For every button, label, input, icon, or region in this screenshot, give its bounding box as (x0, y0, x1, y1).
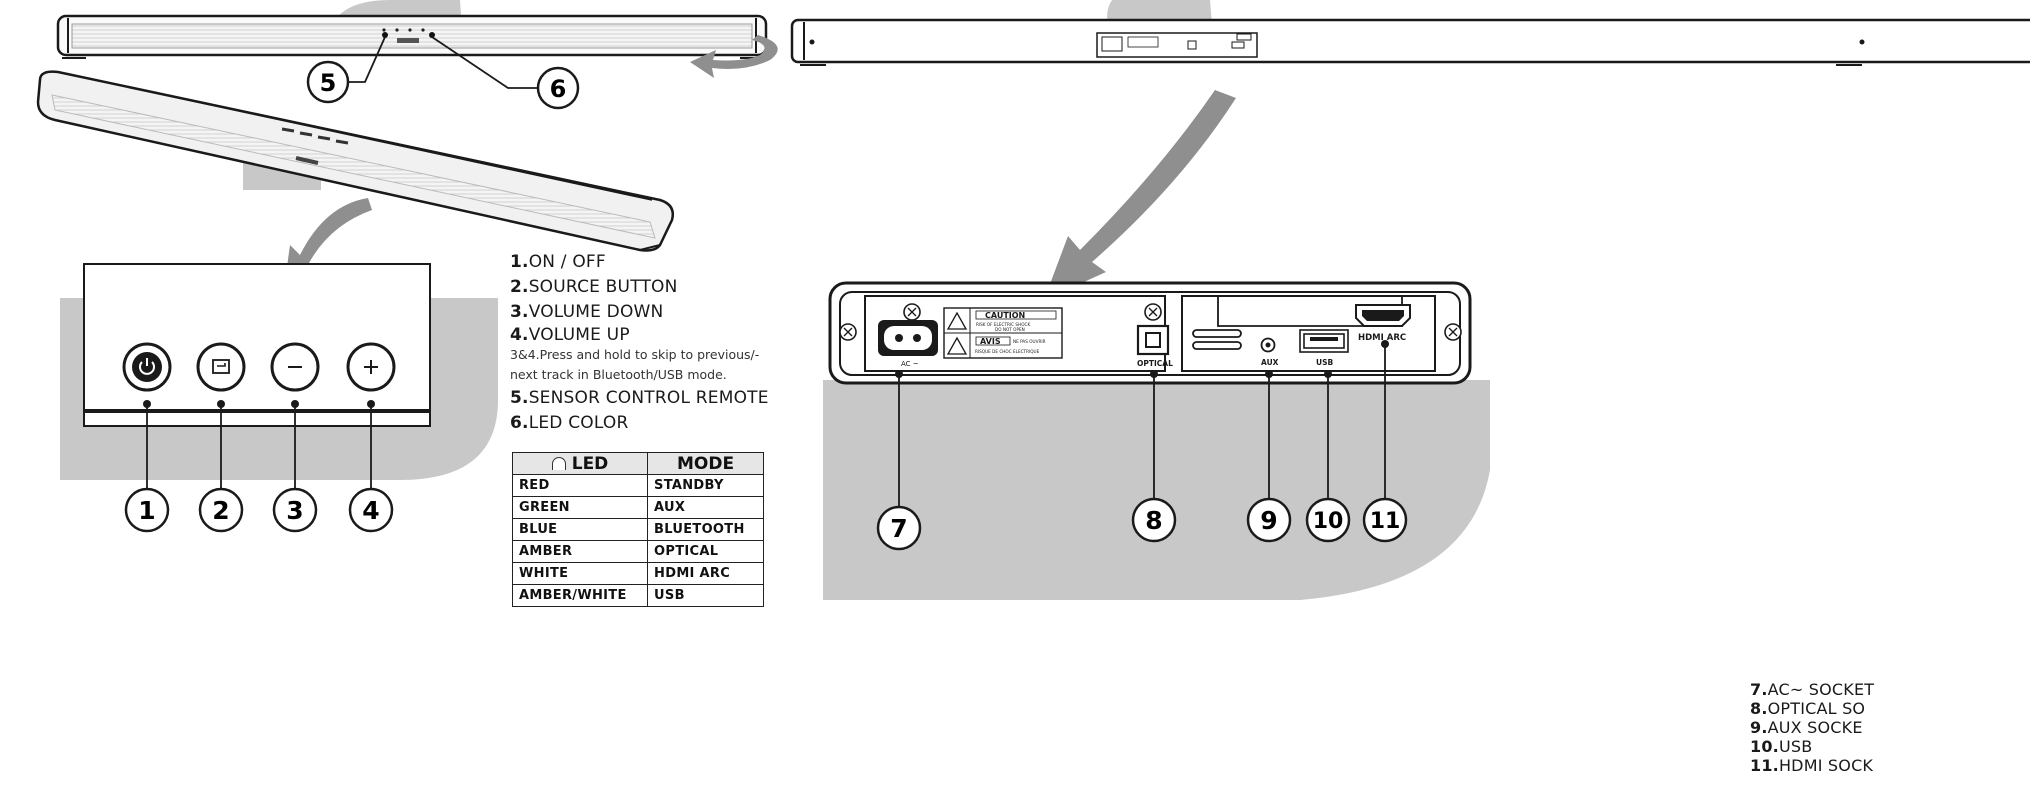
label-aux: AUX (1261, 358, 1279, 367)
bell-icon (551, 456, 566, 470)
svg-text:7: 7 (890, 514, 907, 543)
rotate-arrow (690, 35, 778, 78)
optical-socket (1136, 324, 1170, 356)
callout-4: 4 (348, 487, 394, 533)
svg-text:1: 1 (138, 496, 155, 525)
label-usb: USB (1316, 358, 1333, 367)
led-cell: WHITE (511, 562, 649, 585)
soundbar-rear-top (790, 18, 2030, 66)
label-hdmi-arc: HDMI ARC (1358, 333, 1406, 343)
callout-3: 3 (272, 487, 318, 533)
svg-text:8: 8 (1145, 506, 1162, 535)
hdmi-socket (1355, 304, 1411, 327)
callout-dots-connectors (895, 340, 1389, 378)
connector-panel (828, 281, 1472, 385)
callout-8: 8 (1131, 497, 1177, 543)
header-led: LED (511, 452, 649, 475)
source-button (196, 342, 246, 392)
legend-controls: 1.ON / OFF 2.SOURCE BUTTON 3.VOLUME DOWN… (510, 250, 769, 436)
svg-text:11: 11 (1370, 509, 1401, 534)
volume-up-button (346, 342, 396, 392)
callout-2: 2 (198, 487, 244, 533)
power-button (122, 342, 172, 392)
svg-text:6: 6 (550, 75, 567, 103)
avis-title: AVIS (980, 337, 1001, 346)
volume-down-button (270, 342, 320, 392)
legend-item-8: 8.OPTICAL SO (1750, 699, 1866, 718)
callout-5: 5 (306, 60, 350, 104)
svg-text:3: 3 (286, 496, 303, 525)
arrow-to-panel (1044, 90, 1236, 300)
table-header-row: LED MODE (511, 452, 764, 475)
mode-cell: BLUETOOTH (647, 518, 764, 541)
ac-socket (878, 320, 938, 356)
legend-item-4: 4.VOLUME UP (510, 325, 630, 345)
legend-item-5: 5.SENSOR CONTROL REMOTE (510, 388, 769, 408)
panel-text: AC ~ OPTICAL AUX USB HDMI ARC CAUTION RI… (901, 311, 1406, 368)
caution-line2: DO NOT OPEN (995, 327, 1025, 332)
callout-11: 11 (1362, 497, 1408, 543)
label-ac: AC ~ (901, 360, 919, 368)
legend-item-10: 10.USB (1750, 737, 1813, 756)
legend-item-9: 9.AUX SOCKE (1750, 718, 1863, 737)
svg-text:9: 9 (1260, 506, 1277, 535)
mode-cell: HDMI ARC (647, 562, 764, 585)
legend-item-11: 11.HDMI SOCK (1750, 756, 1874, 775)
callout-lines-buttons (146, 404, 372, 490)
led-cell: AMBER/WHITE (511, 584, 649, 607)
legend-item-6: 6.LED COLOR (510, 413, 629, 433)
led-cell: RED (511, 474, 649, 497)
callout-dots-buttons (143, 400, 375, 408)
callout-6: 6 (536, 66, 580, 110)
legend-item-7: 7.AC~ SOCKET (1750, 680, 1875, 699)
avis-line: RISQUE DE CHOC ELECTRIQUE (975, 349, 1040, 354)
caution-label (943, 307, 1063, 359)
mode-cell: USB (647, 584, 764, 607)
svg-text:4: 4 (362, 496, 379, 525)
legend-item-2: 2.SOURCE BUTTON (510, 277, 678, 297)
caution-line1: RISK OF ELECTRIC SHOCK (976, 322, 1030, 327)
skip-note-line1: 3&4.Press and hold to skip to previous/- (510, 347, 760, 362)
header-mode: MODE (647, 452, 764, 475)
svg-text:2: 2 (212, 496, 229, 525)
mode-cell: STANDBY (647, 474, 764, 497)
aux-socket (1260, 337, 1276, 353)
caution-title: CAUTION (985, 311, 1025, 320)
svg-text:10: 10 (1313, 509, 1344, 534)
soundbar-angled (36, 70, 674, 252)
led-cell: AMBER (511, 540, 649, 563)
legend-item-1: 1.ON / OFF (510, 252, 606, 272)
led-cell: BLUE (511, 518, 649, 541)
mode-cell: AUX (647, 496, 764, 519)
avis-side: NE PAS OUVRIR (1013, 339, 1046, 344)
led-cell: GREEN (511, 496, 649, 519)
callout-lines-connectors (898, 344, 1386, 508)
skip-note-line2: next track in Bluetooth/USB mode. (510, 367, 727, 382)
usb-socket (1299, 329, 1349, 353)
soundbar-front-top (56, 14, 768, 59)
callout-7: 7 (876, 505, 922, 551)
legend-connectors: 7.AC~ SOCKET 8.OPTICAL SO 9.AUX SOCKE 10… (1750, 680, 1874, 775)
callout-1: 1 (124, 487, 170, 533)
legend-item-3: 3.VOLUME DOWN (510, 302, 664, 322)
callout-9: 9 (1246, 497, 1292, 543)
mode-cell: OPTICAL (647, 540, 764, 563)
vent-slots (1192, 329, 1242, 350)
svg-text:5: 5 (320, 69, 337, 97)
label-optical: OPTICAL (1137, 359, 1173, 368)
callout-lines-top (348, 36, 538, 89)
callout-10: 10 (1305, 497, 1351, 543)
